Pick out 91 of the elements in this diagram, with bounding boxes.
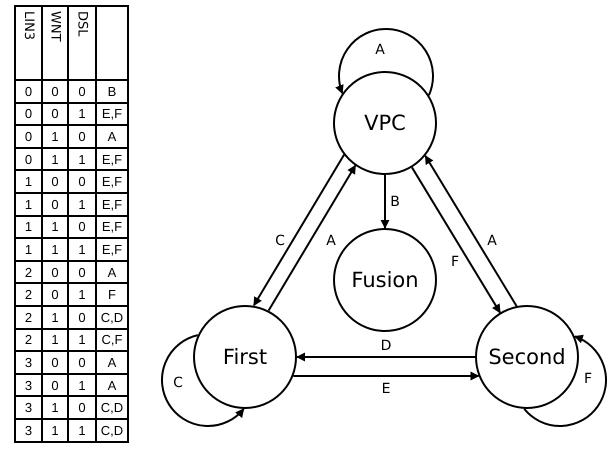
arrow <box>268 164 356 311</box>
table-cell-text: F <box>108 288 116 302</box>
table-cell-text: 1 <box>51 220 59 234</box>
edge-label: A <box>374 43 386 57</box>
table-cell-text: 1 <box>78 198 86 211</box>
table-cell-text: 2 <box>24 310 32 324</box>
table-cell-text: A <box>108 378 116 392</box>
table-cell-text: 0 <box>51 378 59 392</box>
table-cell-text: 0 <box>78 310 86 324</box>
table-cell-text: 1 <box>78 242 86 256</box>
table-cell-text: A <box>108 130 116 143</box>
arrow <box>296 352 475 362</box>
arrow <box>424 155 518 307</box>
table-cell-text: 1 <box>24 175 32 188</box>
table-cell-text: 0 <box>78 266 86 279</box>
table-cell-text: E,F <box>102 152 122 166</box>
table-cell-text: 1 <box>78 107 86 120</box>
table-cell-text: 0 <box>51 84 59 98</box>
edge-label: C <box>274 234 286 248</box>
table-cell-text: 3 <box>24 424 32 437</box>
table-cell-text: 1 <box>78 333 86 346</box>
edge-label: D <box>380 339 392 353</box>
table-cell-text: E,F <box>102 198 122 211</box>
table-cell-text: 2 <box>24 333 32 346</box>
table-cell-text: 0 <box>51 198 59 211</box>
table-cell-text: 1 <box>51 310 59 324</box>
table-cell-text: 0 <box>78 130 86 143</box>
self-loop-arrow <box>161 334 244 427</box>
table-cell-text: 1 <box>51 424 59 437</box>
table-cell-text: 1 <box>78 152 86 166</box>
state-name: Fusion <box>351 270 419 290</box>
state-name: First <box>222 346 268 368</box>
edge-label: B <box>389 195 401 209</box>
table-cell-text: A <box>108 266 116 279</box>
table-cell-text: 1 <box>24 242 32 256</box>
table-cell-text: 0 <box>24 130 32 143</box>
table-cell-text: 1 <box>51 333 59 346</box>
table-cell-text: 2 <box>24 266 32 279</box>
table-cell-text: 0 <box>51 266 59 279</box>
table-cell-text: E,F <box>102 175 122 188</box>
self-loop-arrow <box>524 335 607 427</box>
table-cell-text: 0 <box>51 107 59 120</box>
state-name: Second <box>488 346 566 368</box>
table-cell-text: 1 <box>51 242 59 256</box>
table-cell-text: 3 <box>24 378 32 392</box>
table-cell-text: E,F <box>102 220 122 234</box>
table-cell-text: 1 <box>51 152 59 166</box>
self-loop-arrow <box>336 28 434 96</box>
arrow <box>411 166 501 314</box>
arrow <box>293 372 480 380</box>
table-cell-text: 0 <box>78 356 86 369</box>
table-cell-text: C,D <box>100 424 124 437</box>
table-cell-text: 1 <box>24 198 32 211</box>
arrow <box>253 154 345 306</box>
arrow <box>380 175 390 229</box>
table-cell-text: 1 <box>78 378 86 392</box>
table-cell-text: 1 <box>51 401 59 414</box>
table-cell-text: 3 <box>24 401 32 414</box>
edge-label: F <box>582 372 594 386</box>
column-header: LIN3 <box>22 11 35 40</box>
table-cell-text: B <box>108 84 116 98</box>
table-cell-text: 0 <box>78 401 86 414</box>
table-cell-text: 0 <box>51 288 59 302</box>
table-cell-text: A <box>108 356 116 369</box>
table-cell-text: 3 <box>24 356 32 369</box>
table-cell-text: 1 <box>51 130 59 143</box>
state-name: VPC <box>364 112 406 134</box>
table-cell-text: 0 <box>24 107 32 120</box>
table-cell-text: 1 <box>78 288 86 302</box>
table-cell-text: 0 <box>51 175 59 188</box>
table-cell-text: C,D <box>100 401 124 414</box>
table-cell-text: 1 <box>78 424 86 437</box>
edge-label: E <box>380 382 392 396</box>
table-cell-text: 2 <box>24 288 32 302</box>
table-cell-text: 1 <box>24 220 32 234</box>
edge-label: A <box>486 234 498 248</box>
table-cell-text: C,D <box>100 310 124 324</box>
edge-label: A <box>325 234 337 248</box>
table-cell-text: 0 <box>78 220 86 234</box>
table-cell-text: 0 <box>78 84 86 98</box>
table-cell-text: 0 <box>24 152 32 166</box>
table-cell-text: E,F <box>102 107 122 120</box>
table-cell-text: C,F <box>102 333 122 346</box>
edge-label: C <box>172 376 184 390</box>
edge-label: F <box>450 255 460 269</box>
table-cell-text: 0 <box>24 84 32 98</box>
table-cell-text: 0 <box>51 356 59 369</box>
table-cell-text: E,F <box>102 242 122 256</box>
table-cell-text: 0 <box>78 175 86 188</box>
column-header: DSL <box>76 11 88 37</box>
column-header: WNT <box>48 11 62 42</box>
